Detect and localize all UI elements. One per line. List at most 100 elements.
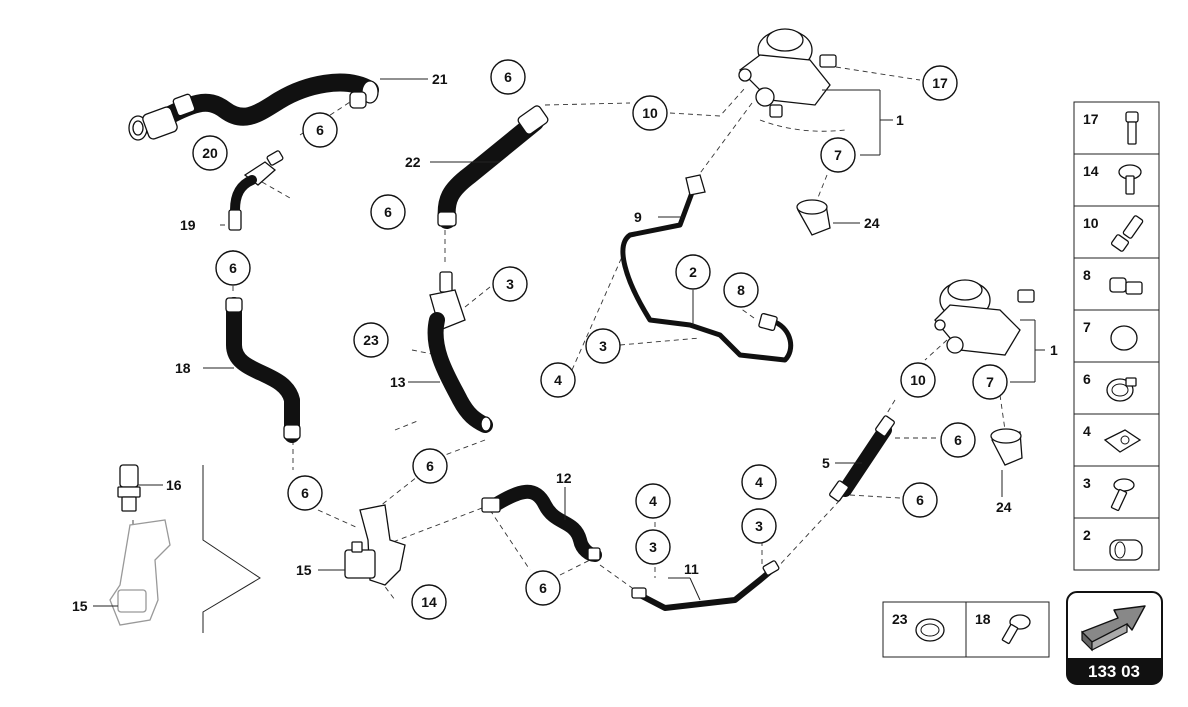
- svg-text:14: 14: [421, 594, 437, 610]
- callout-6-g[interactable]: 6: [287, 475, 323, 511]
- part-21-intake-hose: [128, 73, 379, 141]
- part-13-hose: [427, 271, 493, 433]
- plate-code: 133 03: [1088, 662, 1140, 681]
- label-24-b[interactable]: 24: [996, 499, 1012, 515]
- callout-4-a[interactable]: 4: [540, 362, 576, 398]
- svg-text:3: 3: [1083, 475, 1091, 491]
- part-1-fuel-pump-top: [738, 28, 837, 118]
- part-20-flange-fitting: [228, 150, 284, 231]
- part-1-fuel-pump-right: [934, 279, 1035, 356]
- section-divider: [202, 465, 261, 633]
- legend-item-23[interactable]: 23: [892, 611, 945, 642]
- svg-text:14: 14: [1083, 163, 1099, 179]
- callout-2[interactable]: 2: [675, 254, 711, 290]
- svg-text:20: 20: [202, 145, 218, 161]
- legend-item-4[interactable]: 4: [1083, 423, 1142, 453]
- svg-text:4: 4: [755, 474, 763, 490]
- svg-text:6: 6: [301, 485, 309, 501]
- callout-23[interactable]: 23: [353, 322, 389, 358]
- legend-item-3[interactable]: 3: [1083, 475, 1135, 512]
- label-22[interactable]: 22: [405, 154, 421, 170]
- label-19[interactable]: 19: [180, 217, 196, 233]
- callout-6-h[interactable]: 6: [902, 482, 938, 518]
- callout-4-b[interactable]: 4: [635, 483, 671, 519]
- callout-6-b[interactable]: 6: [302, 112, 338, 148]
- svg-text:6: 6: [916, 492, 924, 508]
- legend-item-2[interactable]: 2: [1083, 527, 1143, 561]
- part-24-cap-right: [990, 428, 1023, 466]
- svg-text:17: 17: [932, 75, 948, 91]
- label-24-a[interactable]: 24: [864, 215, 880, 231]
- callout-3-b[interactable]: 3: [585, 328, 621, 364]
- hose-clamp-icon: [915, 618, 945, 642]
- svg-text:6: 6: [539, 580, 547, 596]
- label-12[interactable]: 12: [556, 470, 572, 486]
- callout-6-i[interactable]: 6: [525, 570, 561, 606]
- svg-text:4: 4: [1083, 423, 1091, 439]
- svg-text:3: 3: [506, 276, 514, 292]
- legend-item-7[interactable]: 7: [1083, 319, 1138, 351]
- callout-20[interactable]: 20: [192, 135, 228, 171]
- part-22-hose: [437, 105, 549, 229]
- svg-text:7: 7: [1083, 319, 1091, 335]
- legend-item-6[interactable]: 6: [1083, 371, 1137, 402]
- legend-item-10[interactable]: 10: [1083, 215, 1144, 252]
- label-13[interactable]: 13: [390, 374, 406, 390]
- callout-14[interactable]: 14: [411, 584, 447, 620]
- svg-text:2: 2: [1083, 527, 1091, 543]
- svg-text:3: 3: [755, 518, 763, 534]
- label-1-a[interactable]: 1: [896, 112, 904, 128]
- svg-text:7: 7: [834, 147, 842, 163]
- callout-8[interactable]: 8: [723, 272, 759, 308]
- legend-item-14[interactable]: 14: [1083, 163, 1142, 195]
- label-5[interactable]: 5: [822, 455, 830, 471]
- screw-icon: [1110, 478, 1135, 512]
- bolt-icon: [1001, 614, 1031, 645]
- callout-7-b[interactable]: 7: [972, 364, 1008, 400]
- callout-6-f[interactable]: 6: [412, 448, 448, 484]
- svg-text:10: 10: [1083, 215, 1099, 231]
- part-15-bracket: [344, 504, 406, 586]
- union-nut-icon: [1109, 277, 1143, 295]
- callout-17[interactable]: 17: [922, 65, 958, 101]
- callout-3-a[interactable]: 3: [492, 266, 528, 302]
- svg-text:6: 6: [954, 432, 962, 448]
- label-15-a[interactable]: 15: [296, 562, 312, 578]
- label-9[interactable]: 9: [634, 209, 642, 225]
- callout-6-e[interactable]: 6: [940, 422, 976, 458]
- callout-10-b[interactable]: 10: [900, 362, 936, 398]
- hose-clamp-icon: [1106, 377, 1137, 402]
- label-1-b[interactable]: 1: [1050, 342, 1058, 358]
- legend-item-18[interactable]: 18: [975, 611, 1031, 645]
- label-15-b[interactable]: 15: [72, 598, 88, 614]
- label-16[interactable]: 16: [166, 477, 182, 493]
- arrow-icon: [1081, 605, 1146, 652]
- svg-text:6: 6: [504, 69, 512, 85]
- svg-text:2: 2: [689, 264, 697, 280]
- sleeve-icon: [1109, 539, 1143, 561]
- callout-10-a[interactable]: 10: [632, 95, 668, 131]
- svg-text:3: 3: [649, 539, 657, 555]
- bottom-legend: 23 18: [882, 601, 1050, 658]
- part-12-hose: [481, 484, 602, 562]
- label-21[interactable]: 21: [432, 71, 448, 87]
- legend-item-17[interactable]: 17: [1083, 111, 1139, 145]
- callout-4-c[interactable]: 4: [741, 464, 777, 500]
- legend-item-8[interactable]: 8: [1083, 267, 1143, 295]
- label-18[interactable]: 18: [175, 360, 191, 376]
- callout-6-d[interactable]: 6: [215, 250, 251, 286]
- callout-7-a[interactable]: 7: [820, 137, 856, 173]
- callout-3-d[interactable]: 3: [635, 529, 671, 565]
- svg-text:8: 8: [1083, 267, 1091, 283]
- plate-badge[interactable]: 133 03: [1066, 591, 1163, 685]
- callout-6-c[interactable]: 6: [370, 194, 406, 230]
- svg-text:6: 6: [1083, 371, 1091, 387]
- callout-6-a[interactable]: 6: [490, 59, 526, 95]
- part-11-fuel-line: [631, 560, 780, 611]
- label-11[interactable]: 11: [684, 561, 699, 577]
- svg-text:17: 17: [1083, 111, 1099, 127]
- callout-3-c[interactable]: 3: [741, 508, 777, 544]
- part-18-hose: [225, 297, 301, 443]
- svg-text:4: 4: [554, 372, 562, 388]
